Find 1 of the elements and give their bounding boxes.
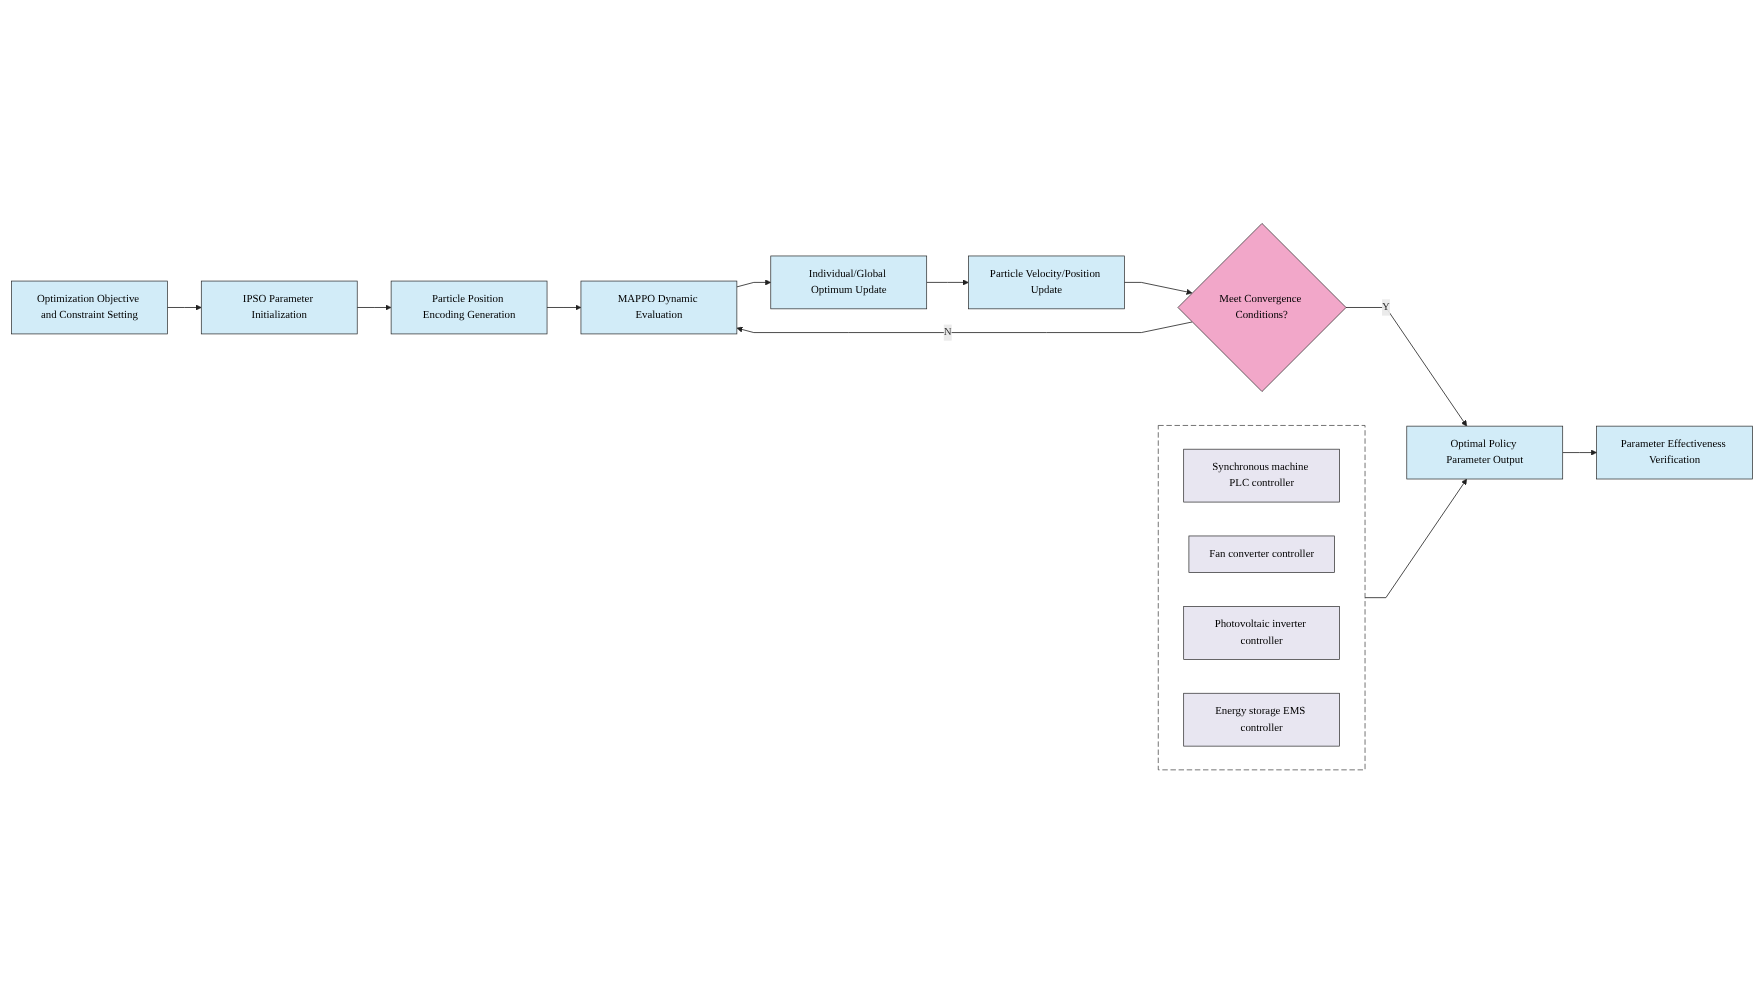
cluster bbox=[1157, 425, 1366, 771]
